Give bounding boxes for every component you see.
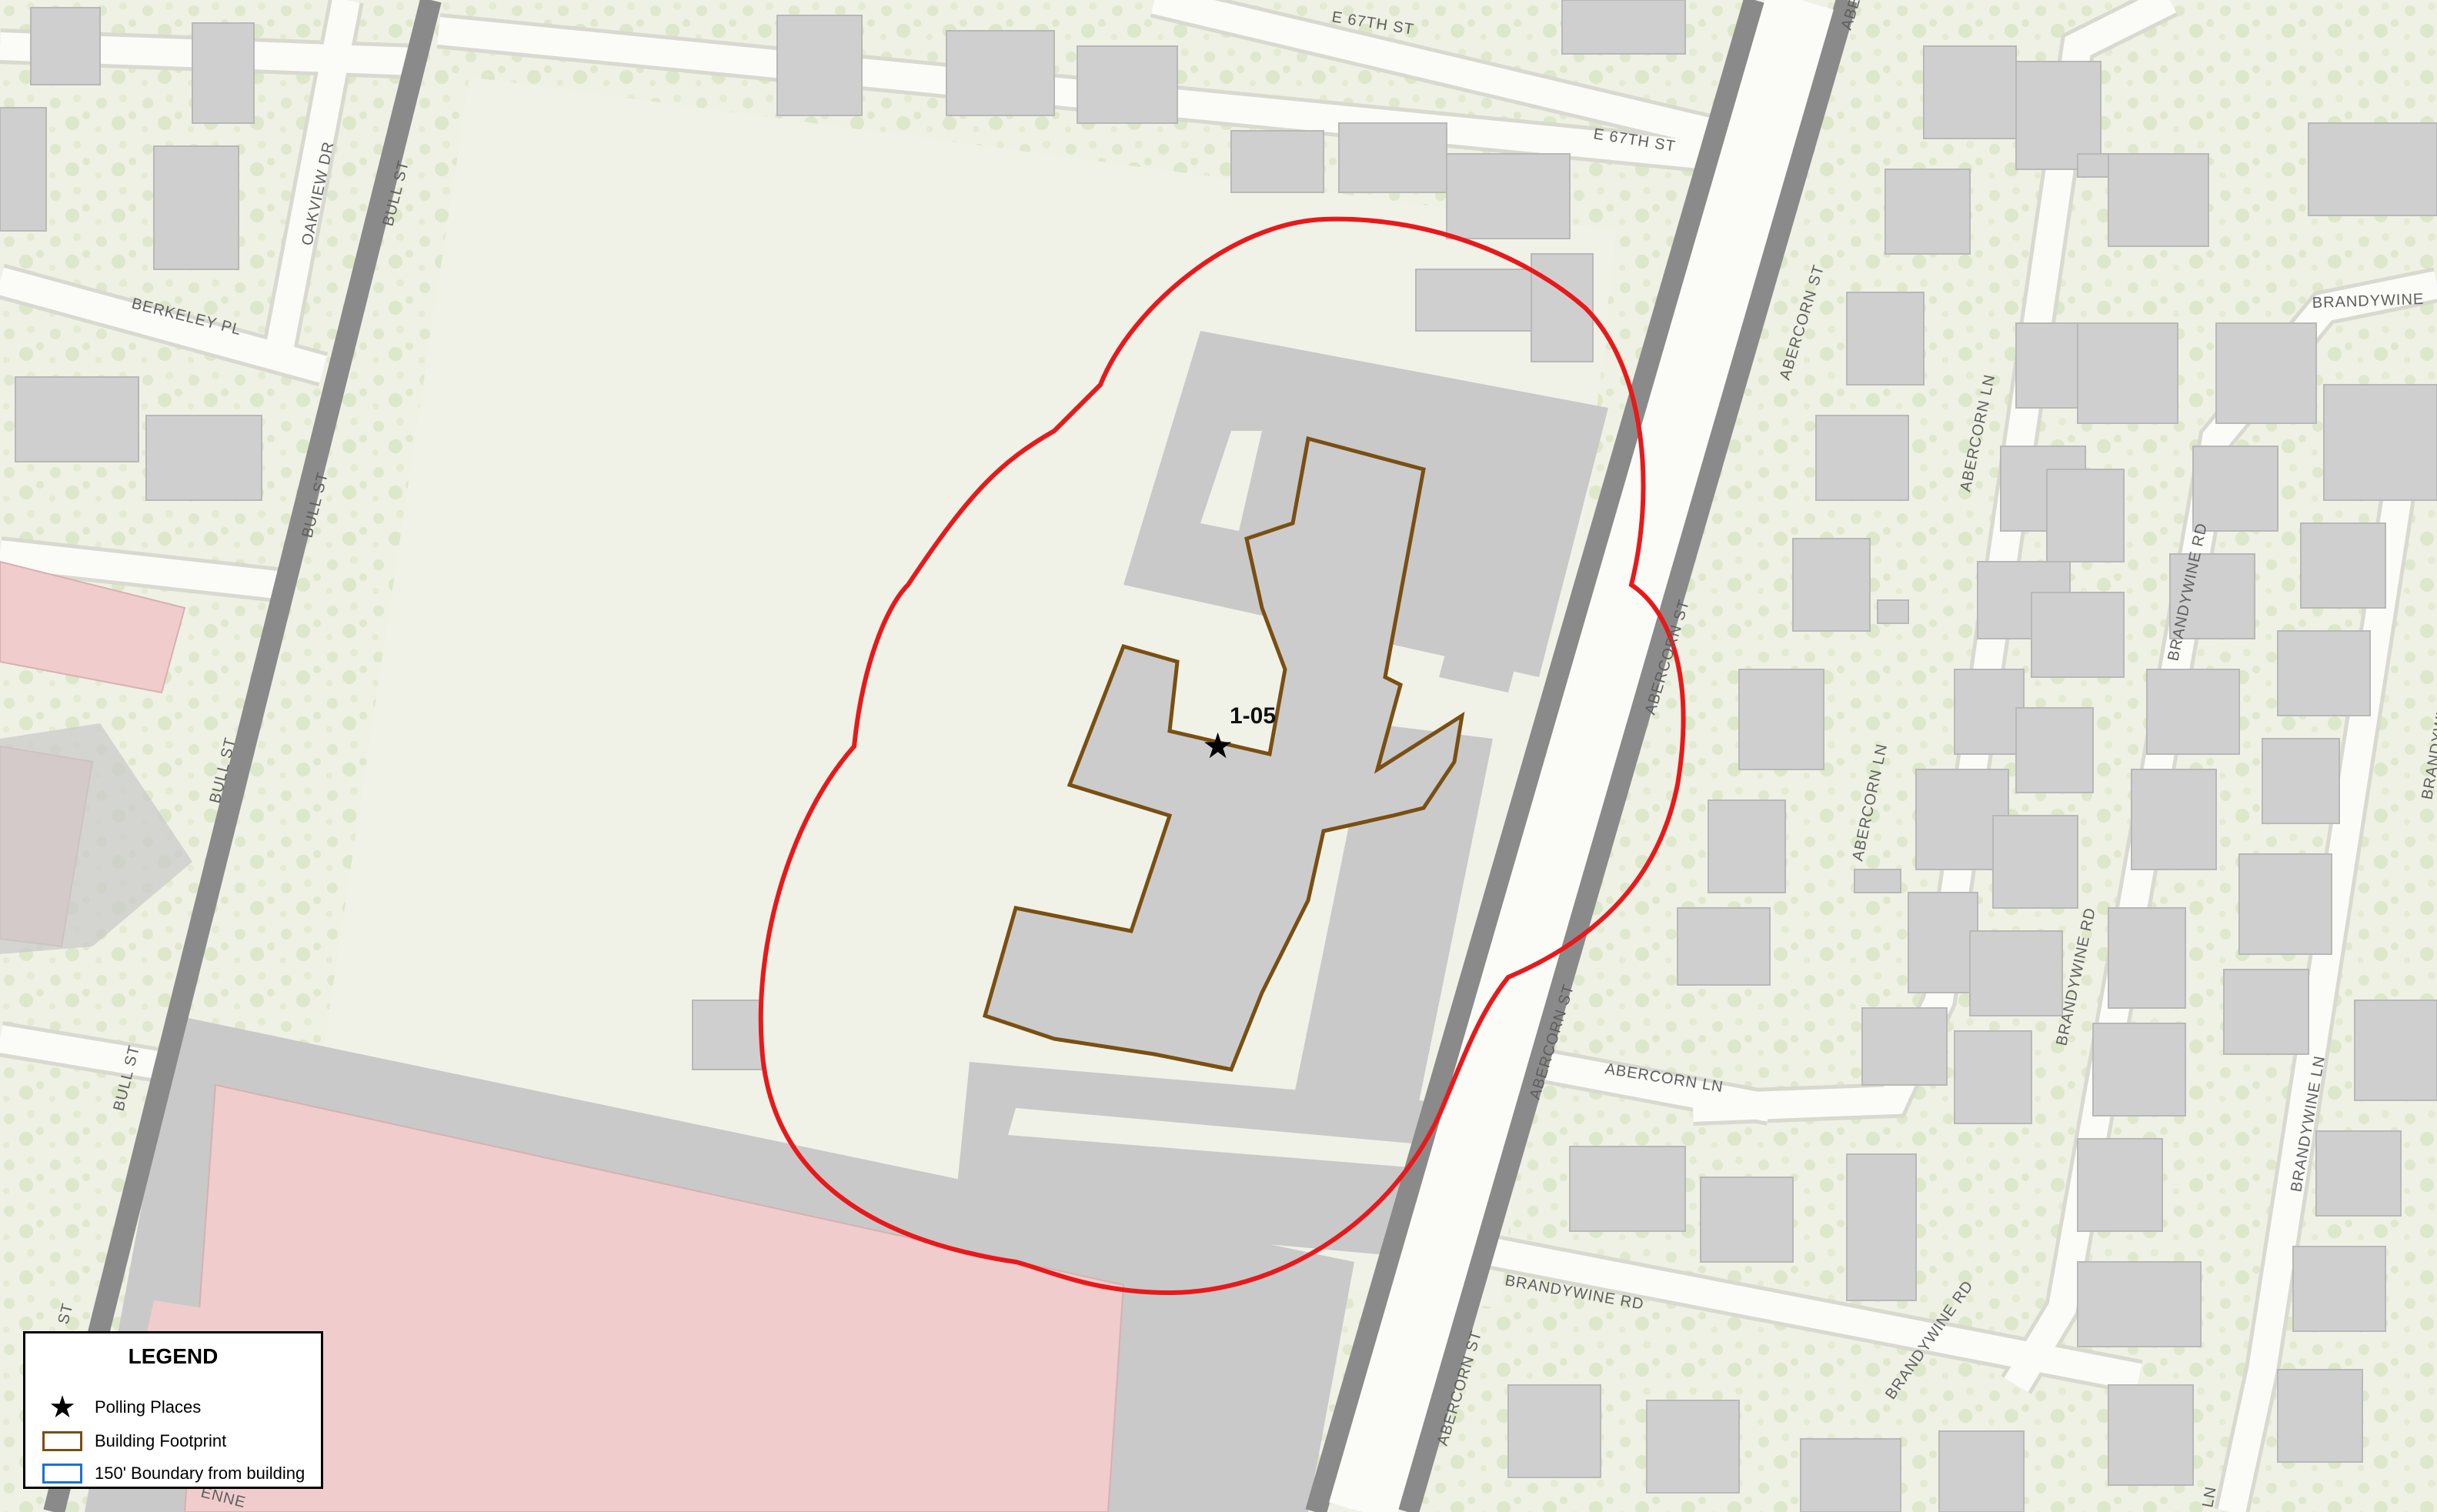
building-footprint[interactable] — [982, 436, 1465, 1072]
legend-item-polling-places: ★ Polling Places — [41, 1390, 202, 1424]
street-label-brandywine-ln-3: LN — [2199, 1485, 2219, 1509]
star-icon: ★ — [1202, 725, 1234, 766]
legend-title: LEGEND — [128, 1344, 219, 1368]
legend-item-label: Polling Places — [95, 1397, 202, 1417]
footprint-swatch — [42, 1431, 82, 1451]
arterial-roads — [43, 0, 1858, 1512]
boundary-swatch — [42, 1464, 82, 1484]
parking-islands — [1008, 431, 1447, 1170]
legend-panel: LEGEND ★ Polling Places Building Footpri… — [23, 1331, 323, 1489]
polling-place-label: 1-05 — [1230, 703, 1276, 729]
star-icon: ★ — [48, 1390, 76, 1424]
buffer-boundary[interactable] — [758, 216, 1686, 1296]
street-label-brandywine-1: BRANDYWINE — [2312, 291, 2424, 312]
legend-item-label: Building Footprint — [95, 1431, 227, 1450]
legend-item-building-footprint: Building Footprint — [41, 1427, 226, 1455]
legend-item-boundary: 150' Boundary from building — [41, 1460, 305, 1487]
polling-place-marker[interactable]: ★ 1-05 — [1202, 703, 1276, 766]
legend-item-label: 150' Boundary from building — [95, 1464, 305, 1483]
